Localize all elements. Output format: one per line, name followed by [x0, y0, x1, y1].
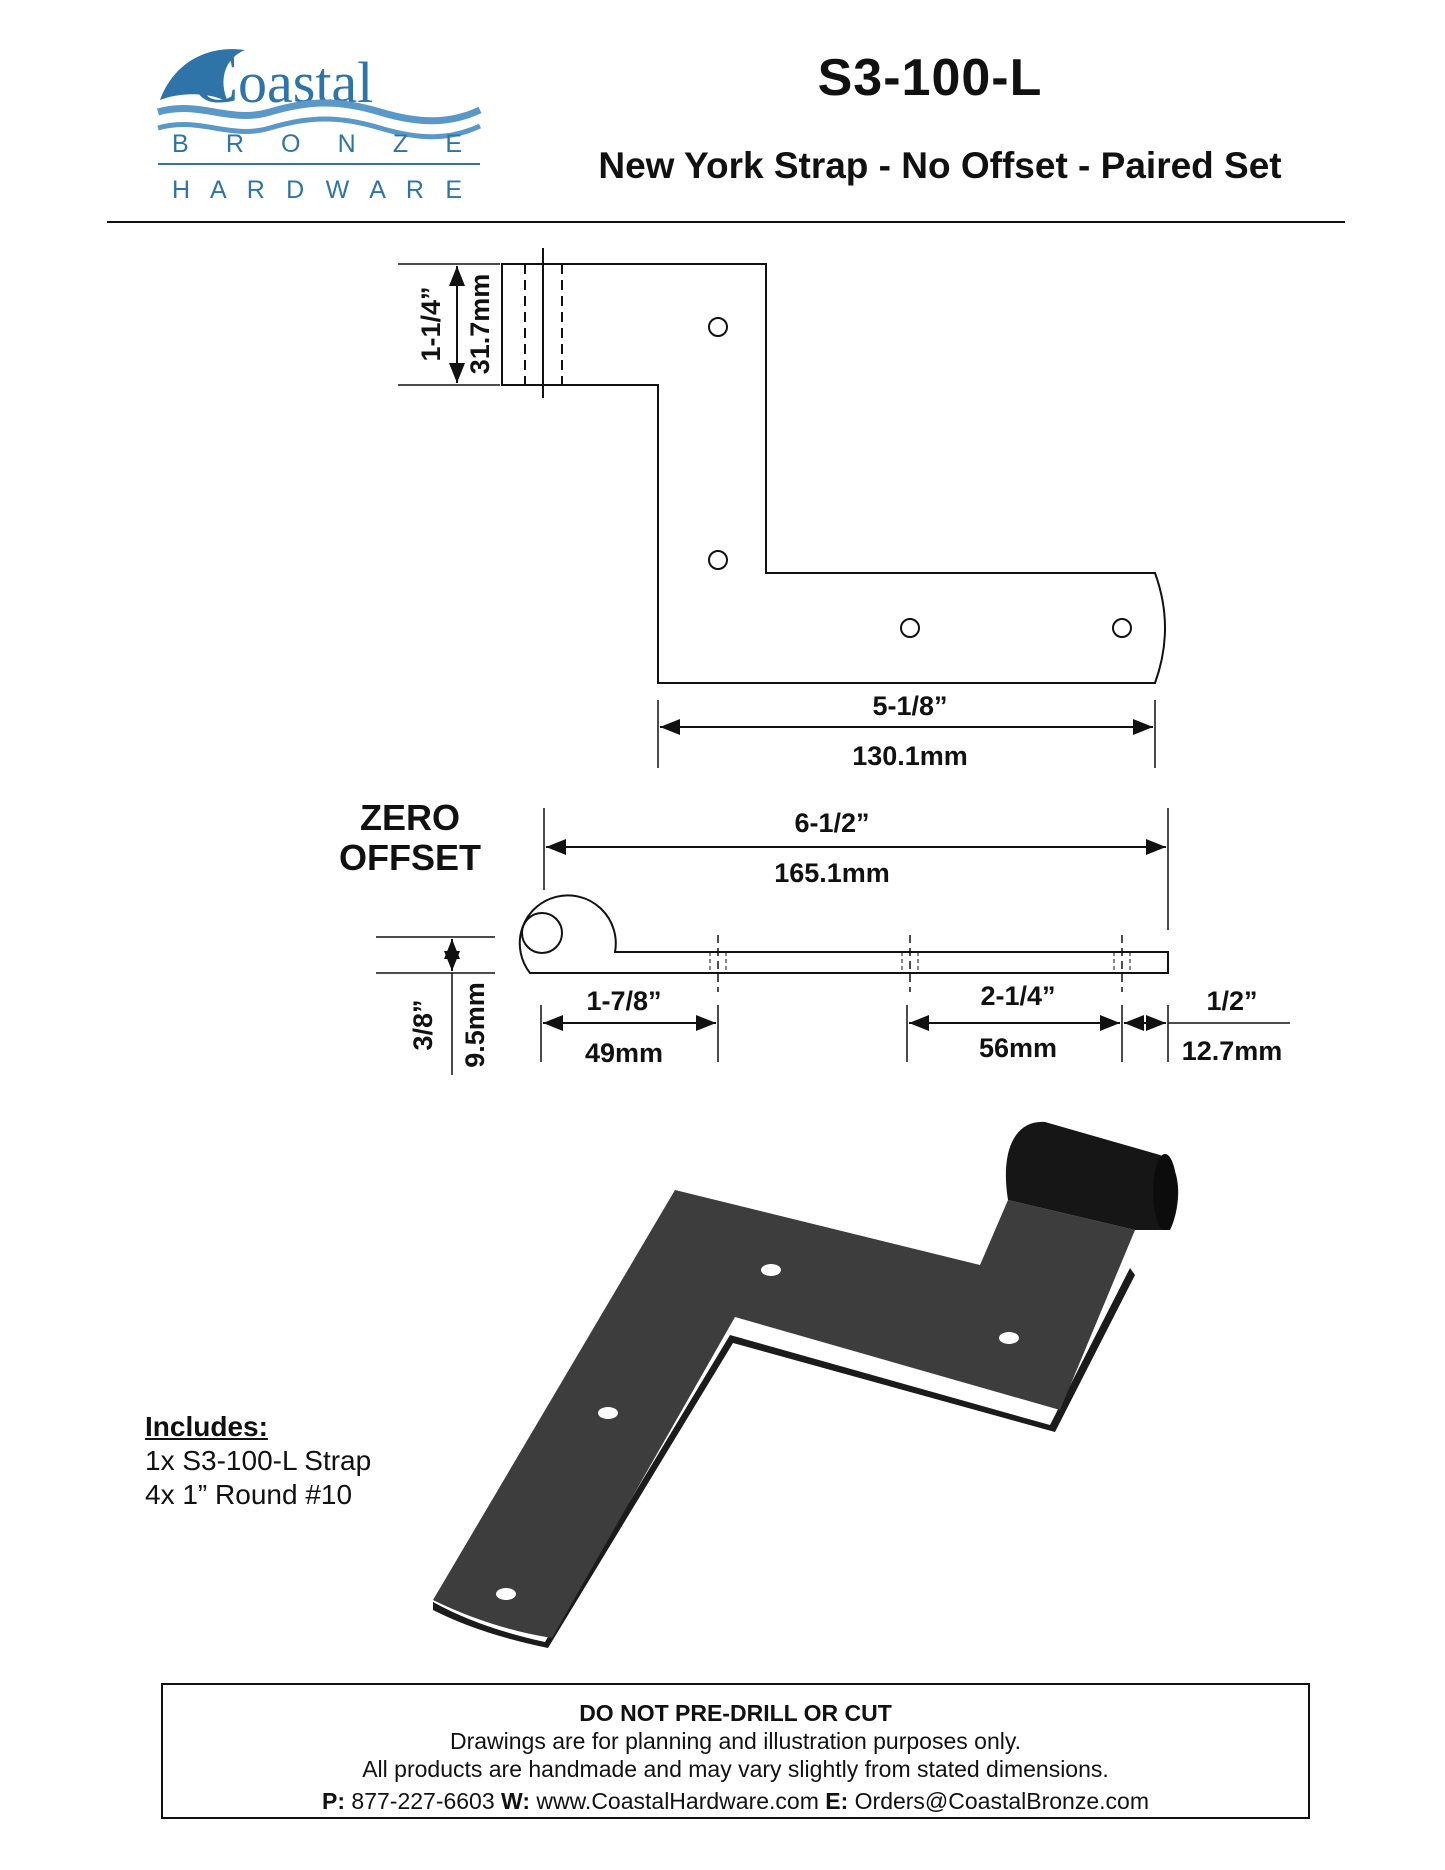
coastal-bronze-logo: C oastal B R O N Z E H A R D W A R E — [157, 41, 482, 204]
dim-thickness-in: 3/8” — [408, 999, 438, 1050]
logo-hardware: H A R D W A R E — [172, 176, 462, 204]
includes-item: 4x 1” Round #10 — [145, 1479, 353, 1510]
footer-note: Drawings are for planning and illustrati… — [449, 1728, 1022, 1754]
email-label: E: — [825, 1788, 849, 1814]
dim-end-mm: 12.7mm — [1182, 1036, 1283, 1066]
screw-hole — [708, 550, 728, 570]
strap-render — [433, 1121, 1179, 1648]
wave-line-icon — [157, 99, 482, 125]
dim-overall-in: 6-1/2” — [794, 808, 869, 838]
dim-overall-mm: 165.1mm — [774, 858, 890, 888]
pin-hole — [521, 912, 563, 954]
strap-render-barrel-end — [1153, 1154, 1177, 1230]
dim-first-hole-mm: 49mm — [585, 1038, 663, 1068]
footer-warning: DO NOT PRE-DRILL OR CUT — [579, 1700, 892, 1726]
zero-offset-heading: OFFSET — [339, 837, 481, 878]
dim-hole-spacing-in: 2-1/4” — [980, 981, 1055, 1011]
screw-hole — [999, 1332, 1019, 1344]
includes-item: 1x S3-100-L Strap — [145, 1445, 372, 1476]
part-title: New York Strap - No Offset - Paired Set — [598, 145, 1282, 186]
strap-outline — [501, 263, 1166, 684]
screw-hole — [1112, 618, 1132, 638]
phone-number[interactable]: 877-227-6603 — [351, 1788, 495, 1814]
screw-hole — [496, 1588, 516, 1600]
dim-hole-spacing-mm: 56mm — [979, 1033, 1057, 1063]
footer-contact: P: 877-227-6603 W: www.CoastalHardware.c… — [163, 1787, 1308, 1815]
web-label: W: — [501, 1788, 530, 1814]
screw-hole — [761, 1264, 781, 1276]
wave-line-icon — [157, 116, 482, 140]
dim-end-in: 1/2” — [1206, 986, 1257, 1016]
dim-first-hole-in: 1-7/8” — [586, 986, 661, 1016]
dim-barrel-height-mm: 31.7mm — [465, 274, 495, 375]
screw-hole — [900, 618, 920, 638]
side-view — [376, 808, 1290, 1075]
part-number: S3-100-L — [817, 49, 1043, 107]
website-link[interactable]: www.CoastalHardware.com — [536, 1788, 819, 1814]
strap-render-barrel — [1005, 1121, 1179, 1230]
screw-hole — [708, 317, 728, 337]
wave-icon — [160, 49, 245, 102]
logo-initial: C — [192, 41, 239, 118]
top-view — [398, 248, 1166, 768]
includes-list: Includes: 1x S3-100-L Strap 4x 1” Round … — [145, 1410, 371, 1512]
zero-offset-heading: ZERO — [360, 797, 460, 838]
dim-barrel-height-in: 1-1/4” — [416, 286, 446, 361]
includes-title: Includes: — [145, 1411, 268, 1442]
header-divider — [107, 221, 1345, 223]
dim-leg-length-in: 5-1/8” — [872, 691, 947, 721]
footer-notice: DO NOT PRE-DRILL OR CUT Drawings are for… — [161, 1683, 1310, 1819]
dim-leg-length-mm: 130.1mm — [852, 741, 968, 771]
screw-hole — [598, 1407, 618, 1419]
email-link[interactable]: Orders@CoastalBronze.com — [854, 1788, 1149, 1814]
strap-render-face — [433, 1190, 1135, 1638]
phone-label: P: — [322, 1788, 346, 1814]
footer-note: All products are handmade and may vary s… — [362, 1756, 1109, 1782]
strap-profile — [518, 894, 1169, 974]
dim-thickness-mm: 9.5mm — [460, 982, 490, 1068]
